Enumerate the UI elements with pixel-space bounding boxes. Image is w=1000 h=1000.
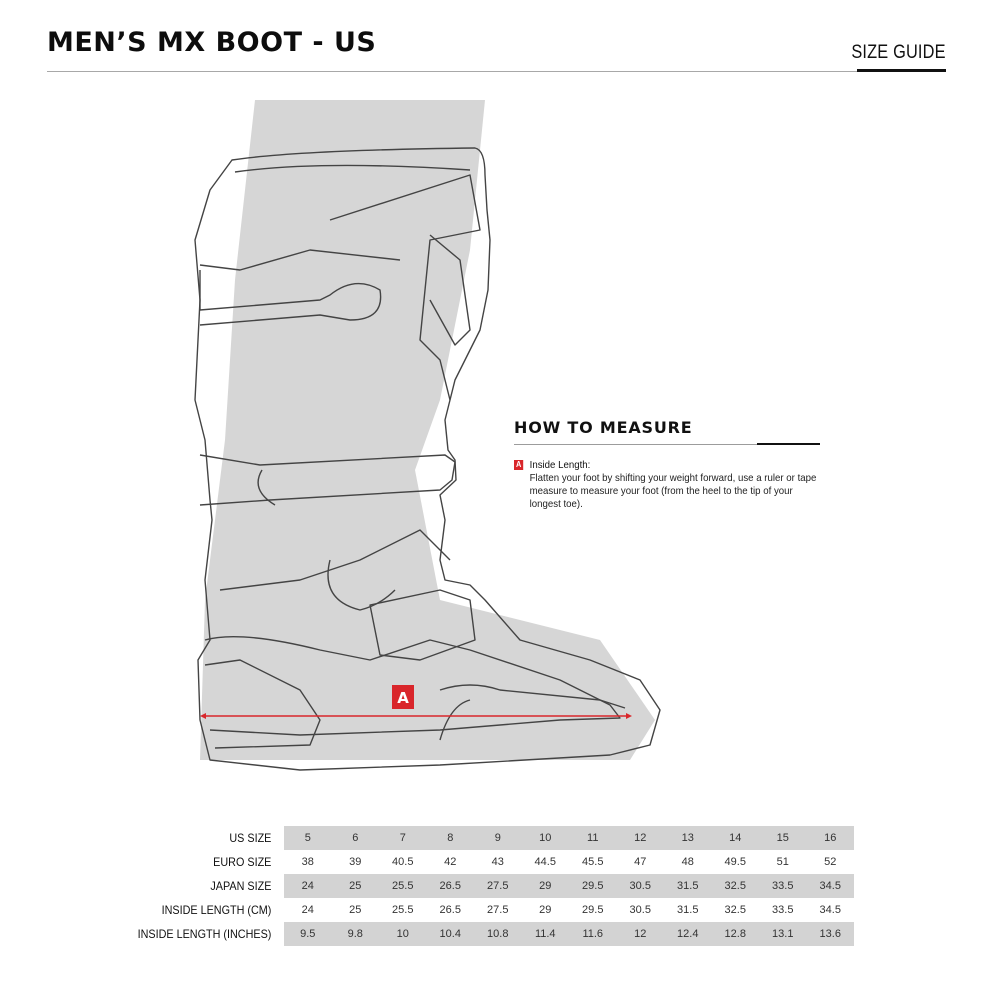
measure-badge-a: A xyxy=(514,460,524,470)
size-cell: 32.5 xyxy=(711,874,759,898)
how-to-measure-section: HOW TO MEASURE A Inside Length: Flatten … xyxy=(514,418,820,511)
size-cell: 26.5 xyxy=(426,874,474,898)
size-cell: 33.5 xyxy=(772,904,794,916)
size-cell: 33.5 xyxy=(759,874,807,898)
size-cell: 24 xyxy=(284,874,332,898)
size-cell: 45.5 xyxy=(582,856,604,868)
size-cell: 25.5 xyxy=(392,904,414,916)
size-cell: 29 xyxy=(539,904,552,916)
boot-illustration: A xyxy=(194,100,661,771)
size-cell: 27.5 xyxy=(474,874,522,898)
size-table-row: INSIDE LENGTH (CM) 24 25 25.5 26.5 27.5 29 29.5… xyxy=(120,898,854,922)
measure-item-inside-length: A Inside Length: Flatten your foot by sh… xyxy=(514,459,824,511)
size-cell: 6 xyxy=(331,826,379,850)
size-cell: 47 xyxy=(634,856,647,868)
measure-item-description: Flatten your foot by shifting your weigh… xyxy=(529,472,817,510)
measure-item-label: Inside Length: xyxy=(529,459,591,471)
size-guide-underline xyxy=(857,69,946,72)
size-cell: 26.5 xyxy=(439,904,461,916)
size-cell: 24 xyxy=(301,904,314,916)
size-cell: 49.5 xyxy=(724,856,746,868)
size-cell: 10.4 xyxy=(426,922,474,946)
size-cell: 15 xyxy=(759,826,807,850)
size-cell: 12.8 xyxy=(711,922,759,946)
row-label: INSIDE LENGTH (INCHES) xyxy=(137,927,272,941)
size-table-row: EURO SIZE 38 39 40.5 42 43 44.5 45.5 47 48 49.5 51 5… xyxy=(120,850,854,874)
size-cell: 13.6 xyxy=(806,922,854,946)
size-cell: 14 xyxy=(711,826,759,850)
size-cell: 13.1 xyxy=(759,922,807,946)
size-cell: 31.5 xyxy=(677,904,699,916)
page-title: MEN’S MX BOOT - US xyxy=(47,27,377,58)
size-cell: 44.5 xyxy=(534,856,556,868)
size-cell: 7 xyxy=(379,826,427,850)
size-cell: 42 xyxy=(444,856,457,868)
size-cell: 30.5 xyxy=(616,874,664,898)
size-cell: 13 xyxy=(664,826,712,850)
size-cell: 8 xyxy=(426,826,474,850)
size-cell: 12.4 xyxy=(664,922,712,946)
size-cell: 31.5 xyxy=(664,874,712,898)
size-cell: 48 xyxy=(681,856,694,868)
row-label: EURO SIZE xyxy=(213,855,272,869)
size-cell: 34.5 xyxy=(806,874,854,898)
marker-a-label: A xyxy=(397,689,409,707)
size-cell: 29.5 xyxy=(582,904,604,916)
size-cell: 9.8 xyxy=(331,922,379,946)
size-cell: 51 xyxy=(776,856,789,868)
size-cell: 38 xyxy=(301,856,314,868)
size-cell: 34.5 xyxy=(819,904,841,916)
marker-a-badge xyxy=(392,685,414,709)
size-cell: 9 xyxy=(474,826,522,850)
size-cell: 11.6 xyxy=(569,922,617,946)
row-label: US SIZE xyxy=(229,831,272,845)
size-cell: 39 xyxy=(349,856,362,868)
size-cell: 30.5 xyxy=(629,904,651,916)
size-cell: 10 xyxy=(521,826,569,850)
row-label: INSIDE LENGTH (CM) xyxy=(161,903,272,917)
row-label: JAPAN SIZE xyxy=(210,879,272,893)
size-cell: 52 xyxy=(824,856,837,868)
size-cell: 10 xyxy=(379,922,427,946)
how-to-measure-divider xyxy=(514,443,820,445)
size-cell: 16 xyxy=(806,826,854,850)
size-cell: 12 xyxy=(616,922,664,946)
size-cell: 25 xyxy=(331,874,379,898)
size-cell: 29.5 xyxy=(569,874,617,898)
size-cell: 12 xyxy=(616,826,664,850)
size-cell: 43 xyxy=(491,856,504,868)
size-cell: 11.4 xyxy=(521,922,569,946)
size-cell: 29 xyxy=(521,874,569,898)
size-cell: 5 xyxy=(284,826,332,850)
size-cell: 32.5 xyxy=(724,904,746,916)
title-divider xyxy=(47,71,945,72)
size-cell: 10.8 xyxy=(474,922,522,946)
size-cell: 11 xyxy=(569,826,617,850)
size-cell: 27.5 xyxy=(487,904,509,916)
size-cell: 25.5 xyxy=(379,874,427,898)
size-cell: 9.5 xyxy=(284,922,332,946)
size-cell: 25 xyxy=(349,904,362,916)
how-to-measure-heading: HOW TO MEASURE xyxy=(514,418,693,437)
size-guide-label: SIZE GUIDE xyxy=(851,42,946,63)
size-cell: 40.5 xyxy=(392,856,414,868)
